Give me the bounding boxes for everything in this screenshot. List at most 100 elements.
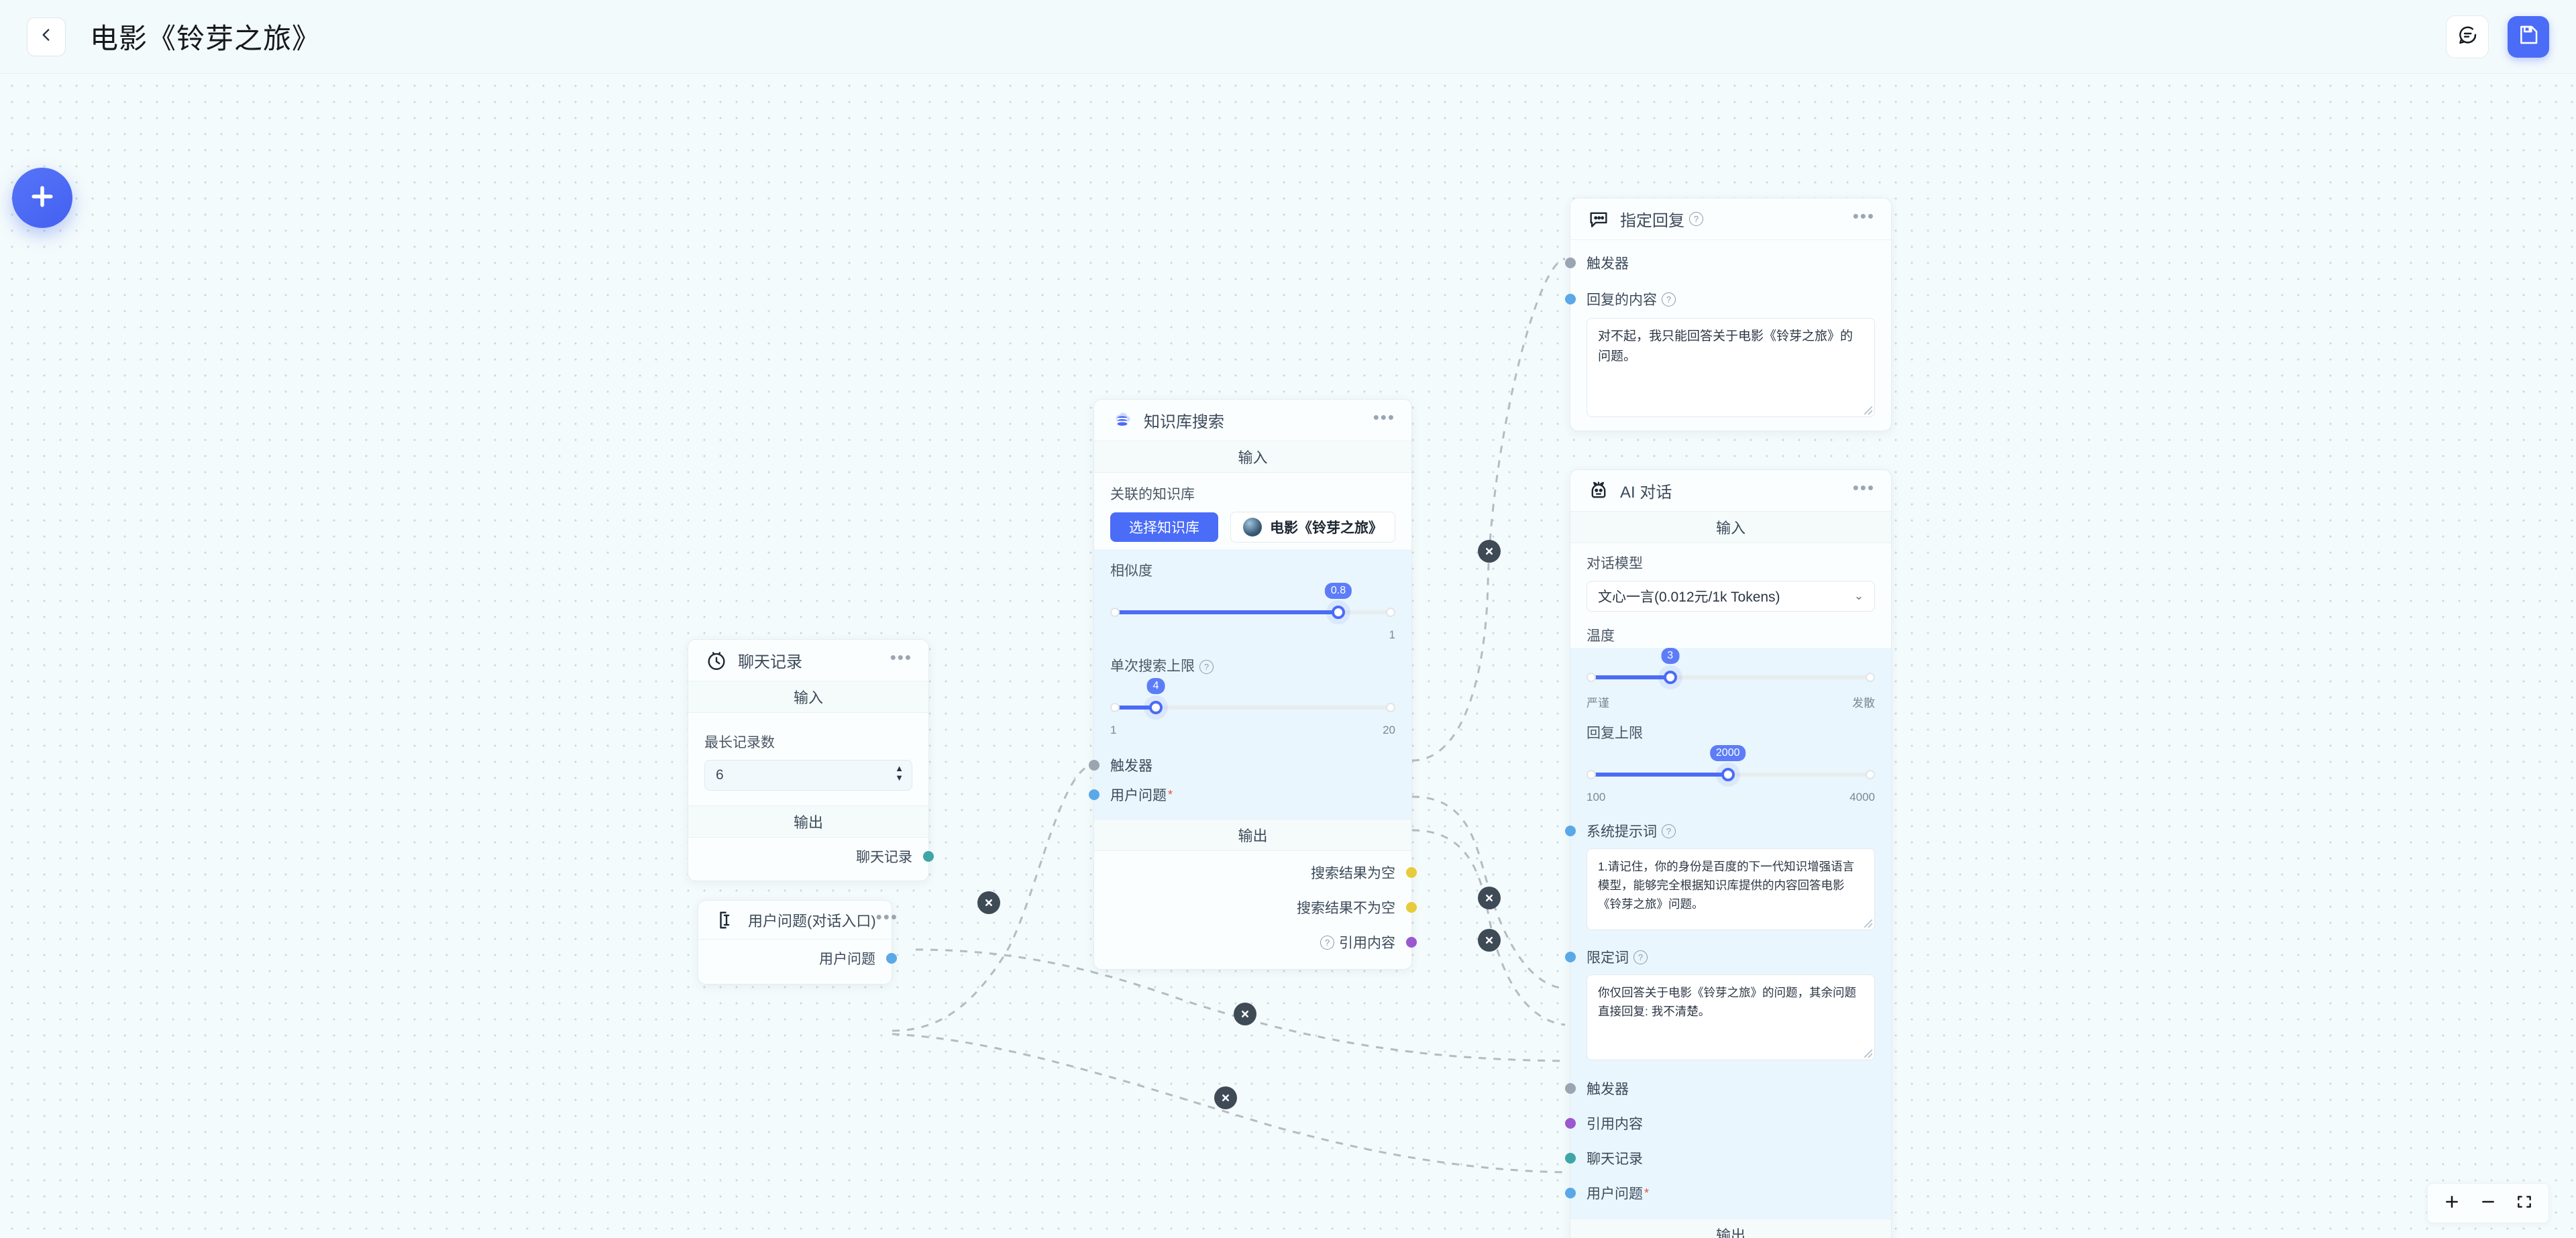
model-label: 对话模型 [1587,556,1643,571]
chat-bubble-icon [2457,24,2478,49]
qualifier-section: 限定词 ? 你仅回答关于电影《铃芽之旅》的问题，其余问题直接回复: 我不清楚。 [1565,937,1891,1067]
port-dot-chat-history[interactable] [923,851,934,862]
max-records-input[interactable]: 6 ▲ ▼ [704,760,912,791]
edge-delete-button[interactable] [1214,1086,1237,1109]
node-header[interactable]: 指定回复 ? ••• [1570,199,1891,240]
port-row-quote-in: 引用内容 [1565,1109,1875,1138]
slider-thumb[interactable] [1663,671,1677,684]
page-title: 电影《铃芽之旅》 [90,23,321,54]
output-section-label: 输出 [1570,1219,1891,1238]
back-button[interactable] [27,17,66,56]
node-kb-search[interactable]: 知识库搜索 ••• 输入 关联的知识库 选择知识库 电影《铃芽之旅》 相似度 [1089,399,1417,970]
help-icon[interactable]: ? [1633,950,1648,964]
slider-end-dot [1866,770,1875,779]
port-label: 用户问题 [1587,1186,1643,1202]
stepper-up-icon[interactable]: ▲ [895,763,904,773]
node-user-question[interactable]: 用户问题(对话入口) ••• 用户问题 [698,900,897,984]
input-section-label: 输入 [688,681,928,713]
minus-icon [2479,1193,2497,1214]
port-dot-trigger[interactable] [1565,258,1576,268]
node-header[interactable]: 用户问题(对话入口) ••• [698,901,897,940]
port-dot-trigger[interactable] [1565,1083,1576,1094]
port-dot-user-question[interactable] [1565,1188,1576,1198]
number-stepper[interactable]: ▲ ▼ [895,763,904,783]
knowledge-base-chip[interactable]: 电影《铃芽之旅》 [1230,512,1395,543]
port-dot-user-question[interactable] [1089,789,1099,800]
slider-thumb[interactable] [1332,606,1345,619]
input-section-label: 输入 [1094,441,1411,473]
node-header[interactable]: AI 对话 ••• [1570,470,1891,512]
edge-delete-button[interactable] [1478,540,1501,563]
temperature-section: 温度 [1570,618,1891,648]
port-dot-qualifier[interactable] [1565,952,1576,962]
port-dot-result-not-empty[interactable] [1406,902,1417,913]
node-header[interactable]: 聊天记录 ••• [688,640,928,681]
temperature-slider[interactable]: 3 [1587,648,1875,692]
port-dot-chat-history[interactable] [1565,1153,1576,1164]
port-row-trigger-in: 触发器 [1565,248,1875,278]
port-dot-trigger[interactable] [1089,760,1099,771]
node-menu-button[interactable]: ••• [1852,205,1875,226]
slider-thumb[interactable] [1721,768,1735,781]
required-marker: * [1168,787,1173,801]
port-row-trigger-in: 触发器 [1565,1074,1875,1103]
port-dot-quote[interactable] [1565,1118,1576,1129]
help-icon[interactable]: ? [1662,292,1676,306]
help-icon[interactable]: ? [1199,660,1214,674]
zoom-out-button[interactable] [2473,1188,2503,1218]
node-chat-history[interactable]: 聊天记录 ••• 输入 最长记录数 6 ▲ ▼ 输出 聊天记录 [688,639,934,881]
model-select[interactable]: 文心一言(0.012元/1k Tokens) ⌄ [1587,581,1875,612]
help-icon[interactable]: ? [1689,212,1703,226]
system-prompt-textarea[interactable]: 1.请记住，你的身份是百度的下一代知识增强语言模型，能够完全根据知识库提供的内容… [1587,848,1875,930]
port-row-user-question-out: 用户问题 [714,944,897,973]
edge-delete-button[interactable] [1478,929,1501,952]
add-node-button[interactable] [12,168,72,228]
slider-fill [1587,773,1728,777]
temperature-scale: 严谨 发散 [1587,693,1875,710]
node-menu-button[interactable]: ••• [890,646,912,667]
node-config: 关联的知识库 选择知识库 电影《铃芽之旅》 [1094,473,1411,549]
port-dot-quote[interactable] [1406,937,1417,948]
port-row-trigger-in: 触发器 [1089,750,1395,780]
node-menu-button[interactable]: ••• [1373,406,1395,427]
similarity-slider[interactable]: 0.8 [1110,583,1395,627]
zoom-in-button[interactable] [2437,1188,2467,1218]
edge-delete-button[interactable] [977,891,1000,914]
max-tokens-slider[interactable]: 2000 [1587,745,1875,789]
node-menu-button[interactable]: ••• [875,906,898,927]
port-dot-content[interactable] [1565,294,1576,304]
slider-thumb[interactable] [1149,701,1163,714]
node-menu-button[interactable]: ••• [1852,477,1875,498]
slider-fill [1587,675,1670,679]
qualifier-label: 限定词 [1587,950,1629,966]
help-icon[interactable]: ? [1662,824,1676,838]
port-dot-result-empty[interactable] [1406,867,1417,878]
node-header[interactable]: 知识库搜索 ••• [1094,400,1411,441]
search-limit-label: 单次搜索上限? [1110,655,1395,675]
comment-button[interactable] [2446,15,2489,58]
edge-delete-button[interactable] [1234,1003,1256,1025]
speech-bubble-dots-icon [1587,207,1611,231]
port-dot-user-question[interactable] [886,953,897,964]
port-label: 触发器 [1587,1082,1629,1097]
fit-view-button[interactable] [2510,1188,2539,1218]
edge-delete-button[interactable] [1478,887,1501,909]
port-row-quote-out: ? 引用内容 [1110,927,1417,957]
port-row-chat-history-out: 聊天记录 [704,842,934,871]
select-knowledge-base-button[interactable]: 选择知识库 [1110,512,1218,542]
port-label: 用户问题 [819,952,875,967]
qualifier-textarea[interactable]: 你仅回答关于电影《铃芽之旅》的问题，其余问题直接回复: 我不清楚。 [1587,974,1875,1060]
stepper-down-icon[interactable]: ▼ [895,773,904,783]
search-limit-slider[interactable]: 4 [1110,678,1395,722]
node-ai-chat[interactable]: AI 对话 ••• 输入 对话模型 文心一言(0.012元/1k Tokens)… [1565,469,1892,1238]
save-button[interactable] [2508,15,2549,58]
node-specified-reply[interactable]: 指定回复 ? ••• 触发器 回复的内容 ? 对不起，我只能回答关于电影《铃芽之… [1565,198,1892,431]
help-icon[interactable]: ? [1320,935,1334,950]
slider-value-bubble: 2000 [1709,745,1746,761]
flow-canvas[interactable]: 聊天记录 ••• 输入 最长记录数 6 ▲ ▼ 输出 聊天记录 [0,74,2576,1238]
slider-min-label: 1 [1110,724,1117,736]
similarity-section: 相似度 0.8 1 [1094,549,1411,647]
port-dot-system-prompt[interactable] [1565,826,1576,836]
reply-content-textarea[interactable]: 对不起，我只能回答关于电影《铃芽之旅》的问题。 [1587,318,1875,417]
kb-field-label: 关联的知识库 [1110,487,1195,502]
